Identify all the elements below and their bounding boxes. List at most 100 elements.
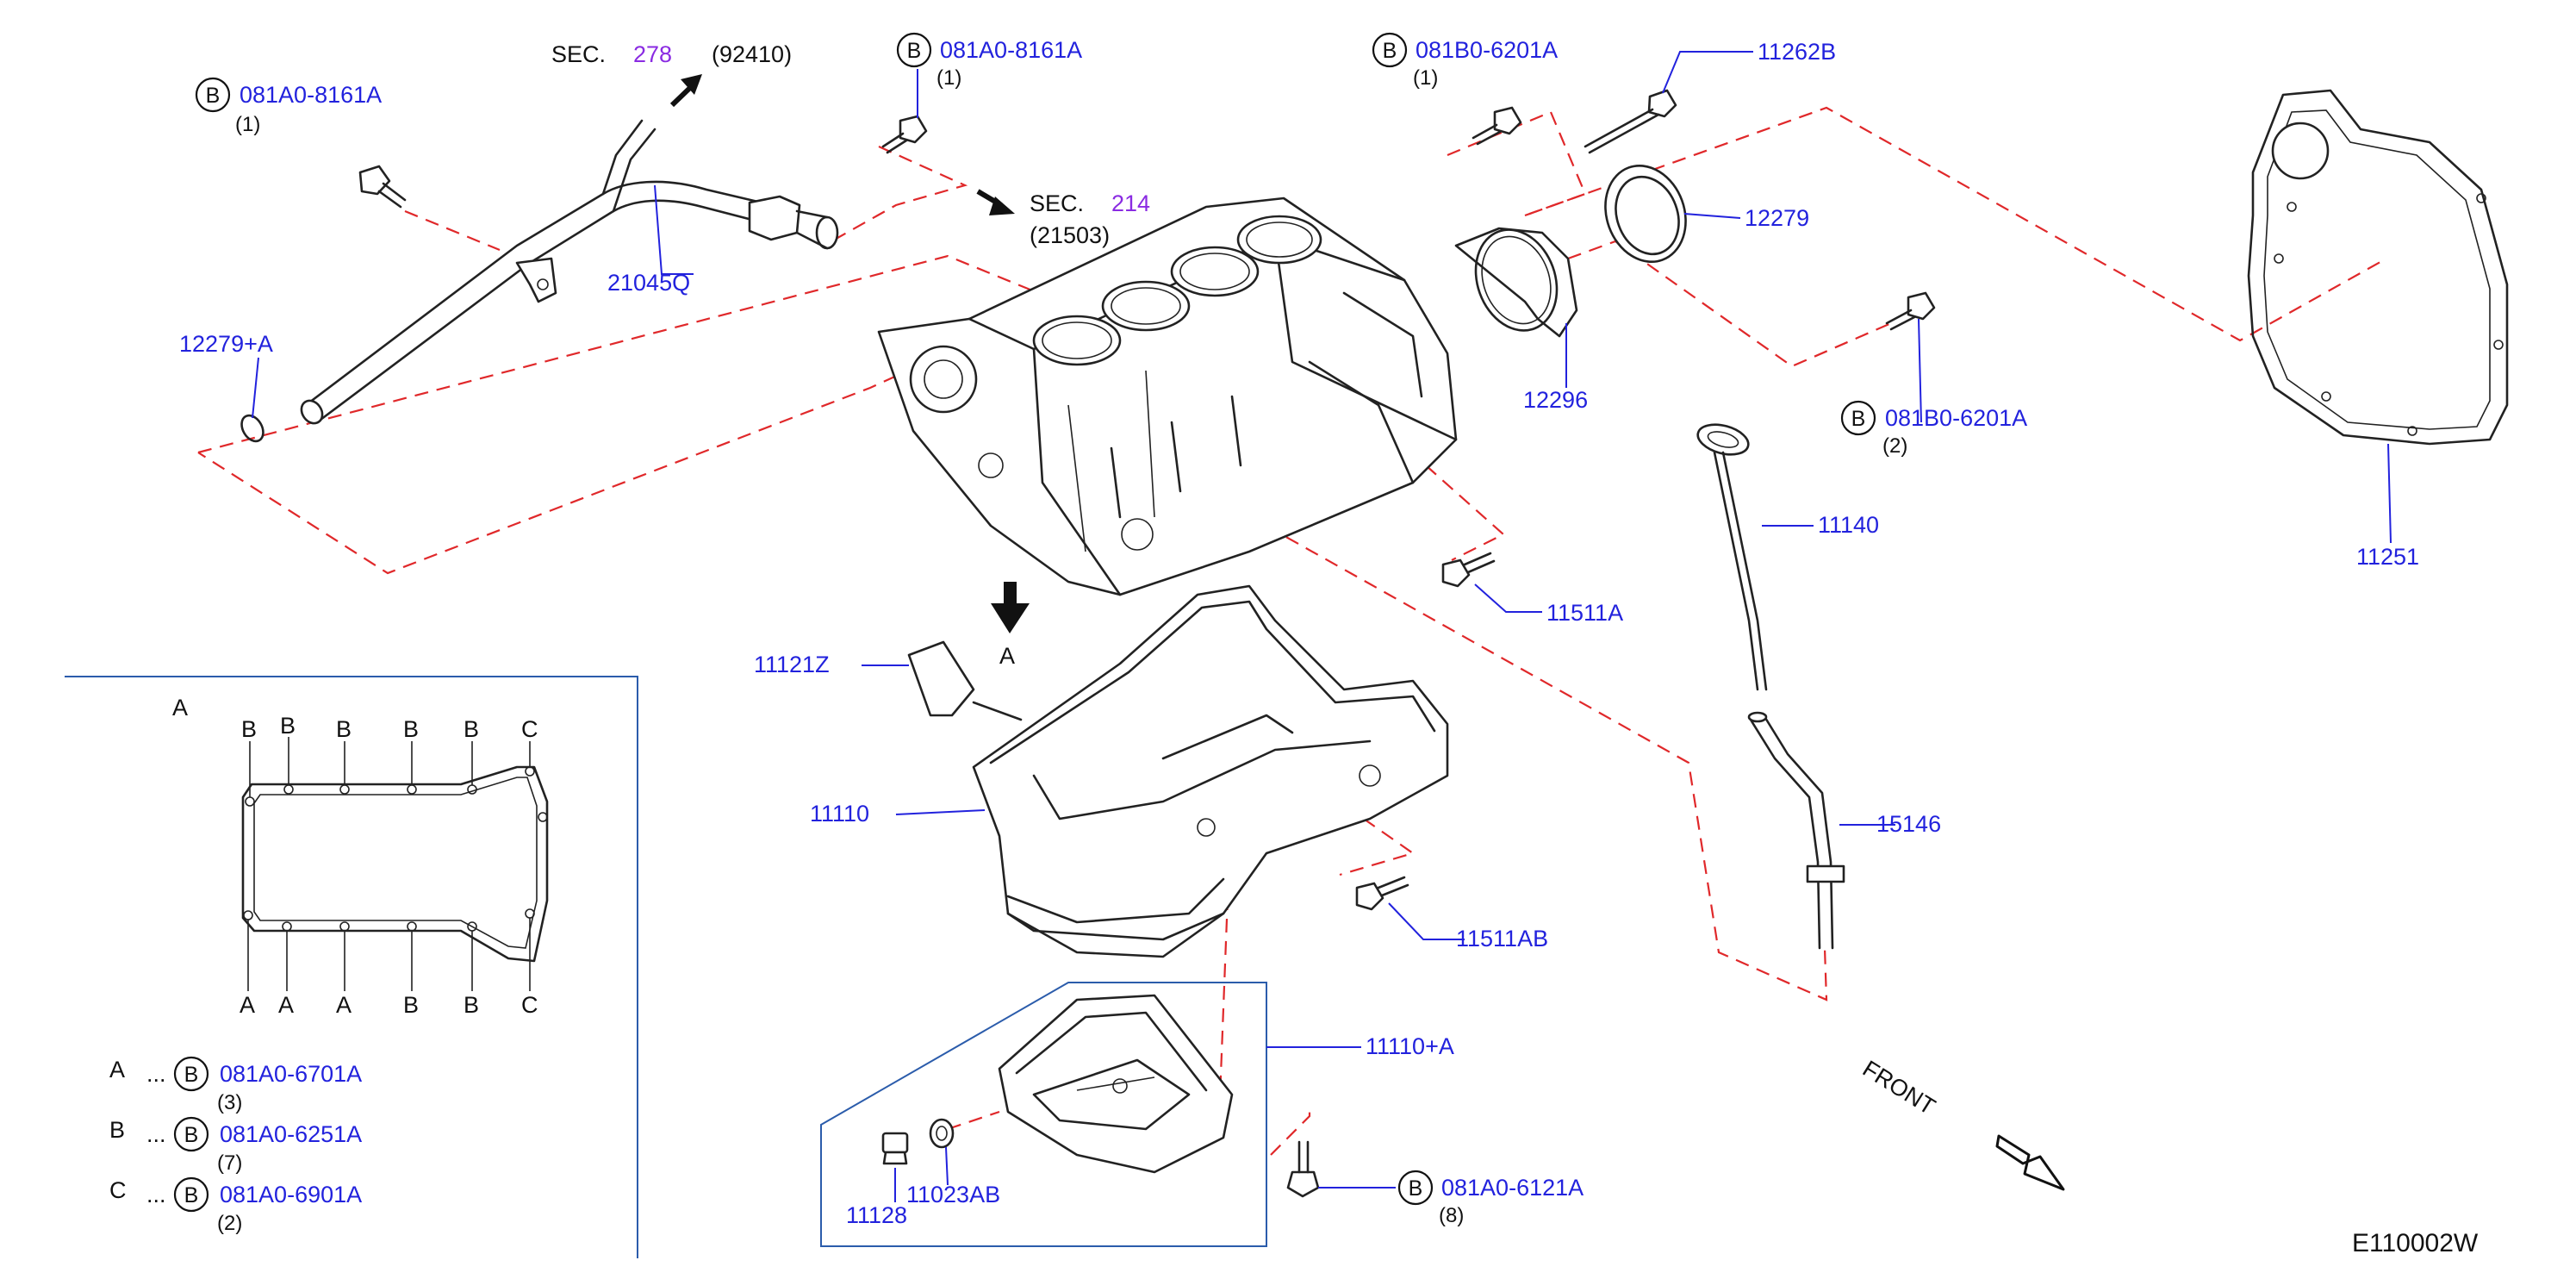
legend-part: 081A0-6251A [220, 1121, 362, 1147]
part-label-11511ab[interactable]: 11511AB [1456, 926, 1548, 951]
part-label-21045q[interactable]: 21045Q [607, 270, 690, 296]
hole-label-top-1: B [241, 716, 257, 742]
part-label-12279a[interactable]: 12279+A [179, 331, 273, 357]
legend-qty: (2) [217, 1212, 242, 1235]
water-pipe-21045q[interactable] [297, 119, 839, 427]
part-label-11121z[interactable]: 11121Z [754, 652, 830, 677]
bolt-081a0-8161a-left-icon[interactable] [358, 165, 407, 209]
oil-level-gauge-guide-15146[interactable] [1747, 711, 1845, 950]
part-label-11110[interactable]: 11110 [810, 801, 869, 827]
part-number: 081A0-8161A [240, 82, 382, 108]
sec-214-arrow-icon [976, 189, 1015, 215]
hole-label-bottom-3: A [336, 992, 352, 1018]
inset-title: A [172, 695, 188, 721]
sec-214-number[interactable]: 214 [1111, 190, 1150, 216]
bolt-081b0-6201a-top-icon[interactable] [1472, 106, 1522, 146]
rear-oil-seal-retainer-12296[interactable] [1454, 218, 1578, 342]
oil-level-gauge-11140[interactable] [1695, 420, 1768, 691]
legend-qty: (7) [217, 1151, 242, 1175]
part-label-11128[interactable]: 11128 [846, 1202, 907, 1228]
hole-label-top-5: B [464, 716, 479, 742]
quantity: (1) [235, 113, 260, 136]
legend-key: A [109, 1057, 125, 1082]
badge-b: B [1383, 39, 1397, 63]
part-label-11251[interactable]: 11251 [2356, 544, 2419, 570]
part-label-11511a[interactable]: 11511A [1546, 600, 1623, 626]
badge-b: B [206, 84, 221, 108]
legend-key: C [109, 1177, 127, 1203]
legend-key: B [109, 1117, 125, 1143]
view-a-arrow-icon [991, 582, 1030, 633]
hole-label-bottom-2: A [278, 992, 294, 1018]
bolt-081a0-8161a-top-icon[interactable] [881, 115, 928, 154]
callout-081b0-6201a-top[interactable]: B 081B0-6201A (1) [1372, 32, 1558, 90]
sec-278-arrow-icon [669, 74, 702, 108]
bolt-081a0-6121a-icon[interactable] [1286, 1140, 1320, 1198]
callout-081b0-6201a-right[interactable]: B 081B0-6201A (2) [1840, 400, 2027, 458]
part-number: 081B0-6201A [1416, 37, 1558, 63]
callout-081a0-8161a-top[interactable]: B 081A0-8161A (1) [896, 32, 1082, 90]
leader-lines [252, 51, 2392, 1202]
sec-278-number[interactable]: 278 [633, 41, 672, 67]
oil-seal-12279[interactable] [1592, 154, 1699, 273]
legend-qty: (3) [217, 1091, 242, 1114]
front-arrow-icon [1995, 1134, 2065, 1191]
hole-label-bottom-6: C [521, 992, 538, 1018]
drain-plug-11128[interactable] [881, 1132, 909, 1165]
hole-label-top-3: B [336, 716, 352, 742]
oil-pan-upper-11110[interactable] [907, 584, 1449, 958]
part-label-12279[interactable]: 12279 [1745, 205, 1809, 231]
bolt-081b0-6201a-right-icon[interactable] [1885, 291, 1936, 331]
inset-frame [65, 676, 638, 1258]
callout-081a0-8161a-left[interactable]: B 081A0-8161A (1) [195, 77, 382, 136]
badge-b: B [1851, 407, 1866, 431]
hole-label-top-4: B [403, 716, 419, 742]
legend-part: 081A0-6901A [220, 1182, 362, 1207]
badge-b: B [907, 39, 922, 63]
bolt-11511ab-icon[interactable] [1355, 876, 1409, 911]
part-label-15146[interactable]: 15146 [1876, 811, 1941, 837]
badge-b: B [184, 1183, 199, 1207]
cylinder-block[interactable] [877, 197, 1458, 596]
legend-dots: ... [146, 1182, 166, 1207]
part-label-11110a[interactable]: 11110+A [1366, 1033, 1454, 1059]
part-label-11140[interactable]: 11140 [1818, 512, 1879, 538]
front-label: FRONT [1858, 1056, 1940, 1120]
badge-b: B [184, 1063, 199, 1087]
callout-081a0-6121a[interactable]: B 081A0-6121A (8) [1397, 1170, 1584, 1227]
hole-label-bottom-1: A [240, 992, 255, 1018]
oil-pan-lower-frame [820, 982, 1267, 1247]
view-a-label: A [999, 643, 1015, 669]
quantity: (1) [936, 66, 961, 90]
sec-214-label: SEC. [1030, 190, 1084, 216]
diagram-code: E110002W [2352, 1229, 2479, 1257]
bolt-11262b-icon[interactable] [1584, 89, 1677, 154]
sec-214-code: (21503) [1030, 222, 1110, 248]
legend-part: 081A0-6701A [220, 1061, 362, 1087]
part-label-11262b[interactable]: 11262B [1758, 39, 1836, 65]
hole-label-bottom-5: B [464, 992, 479, 1018]
legend-row-c[interactable]: C ... B 081A0-6901A (2) [109, 1176, 362, 1235]
hole-label-bottom-4: B [403, 992, 419, 1018]
legend-dots: ... [146, 1061, 166, 1087]
rear-plate-gasket-11251[interactable] [2247, 89, 2509, 446]
legend-row-a[interactable]: A ... B 081A0-6701A (3) [109, 1056, 362, 1114]
quantity: (8) [1439, 1204, 1464, 1227]
part-label-11023ab[interactable]: 11023AB [906, 1182, 1000, 1207]
drain-washer-11023ab[interactable] [929, 1118, 955, 1149]
hole-label-top-2: B [280, 713, 296, 739]
badge-b: B [184, 1123, 199, 1147]
oil-pan-gasket-view [241, 737, 549, 991]
quantity: (1) [1413, 66, 1438, 90]
quantity: (2) [1882, 434, 1907, 458]
part-number: 081A0-6121A [1441, 1175, 1584, 1201]
bolt-11511a-icon[interactable] [1441, 552, 1496, 588]
o-ring-12279a[interactable] [237, 412, 267, 446]
badge-b: B [1409, 1176, 1423, 1201]
part-label-12296[interactable]: 12296 [1523, 387, 1588, 413]
sec-278-code: (92410) [712, 41, 792, 67]
legend-row-b[interactable]: B ... B 081A0-6251A (7) [109, 1116, 362, 1175]
part-number: 081A0-8161A [940, 37, 1082, 63]
oil-pan-lower-11110a[interactable] [998, 994, 1234, 1174]
